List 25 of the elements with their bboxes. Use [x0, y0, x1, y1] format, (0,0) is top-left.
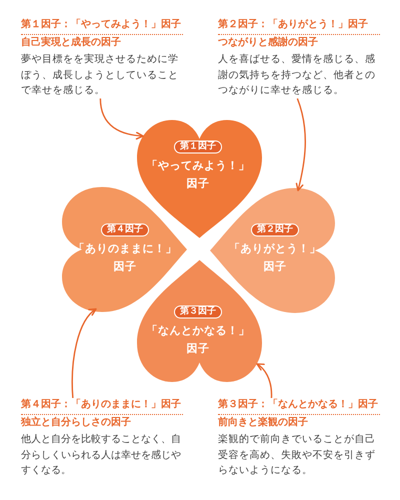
factor-badge: 第１因子: [174, 140, 222, 154]
heart-label: 「ありのままに！」因子: [72, 241, 178, 275]
heart-label: 「ありがとう！」因子: [228, 241, 322, 275]
arrow: [100, 98, 144, 140]
arrow: [256, 363, 272, 398]
heading: 第４因子：「ありのままに！」因子: [21, 398, 183, 415]
arrow: [72, 308, 97, 398]
heart-label: 「なんとかなる！」因子: [145, 323, 251, 357]
subheading: 前向きと楽観の因子: [218, 416, 309, 430]
body-text: 夢や目標をを実現させるために学ぼう、成長しようとしていることで幸せを感じる。: [21, 52, 180, 98]
factor-badge: 第４因子: [101, 224, 149, 236]
body-text: 人を喜ばせる、愛情を感じる、感謝の気持ちを持つなど、他者とのつながりに幸せを感じる。: [218, 52, 376, 98]
heart-shape: [137, 260, 262, 382]
body-text: 他人と自分を比較することなく、自分らしくいられる人は幸せを感じやすくなる。: [21, 432, 182, 478]
factor-badge: 第２因子: [251, 224, 299, 236]
body-text: 楽観的で前向きでいることが自己受容を高め、失敗や不安を引きずらないようになる。: [218, 433, 376, 478]
heading: 第１因子：「やってみよう！」因子: [21, 18, 183, 35]
subheading: つながりと感謝の因子: [218, 36, 319, 50]
arrow: [296, 98, 306, 192]
subheading: 自己実現と成長の因子: [21, 36, 122, 50]
factor-badge: 第３因子: [174, 306, 222, 318]
heading: 第２因子：「ありがとう！」因子: [218, 18, 380, 35]
heading: 第３因子：「なんとかなる！」因子: [218, 398, 380, 415]
subheading: 独立と自分らしさの因子: [21, 416, 132, 430]
heart-label: 「やってみよう！」因子: [145, 158, 251, 192]
